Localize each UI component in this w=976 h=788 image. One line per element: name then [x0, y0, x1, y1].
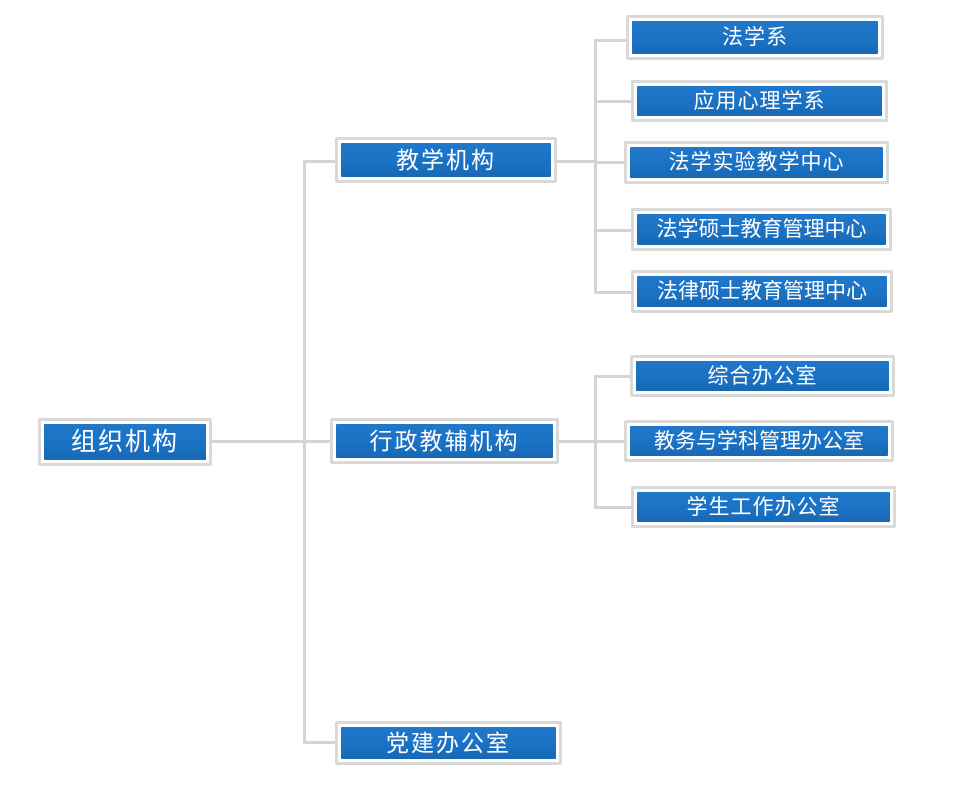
node-label: 学生工作办公室: [637, 492, 890, 522]
node-label: 行政教辅机构: [336, 424, 553, 458]
connector-to-admin: [303, 440, 330, 443]
node-party-building-office[interactable]: 党建办公室: [335, 721, 562, 765]
node-label: 法学系: [632, 21, 878, 54]
node-general-office[interactable]: 综合办公室: [630, 355, 895, 397]
connector-teaching-child-1: [594, 39, 629, 42]
connector-to-teaching: [303, 160, 335, 163]
connector-teaching-trunk: [594, 39, 597, 292]
connector-admin-stub: [559, 440, 597, 443]
node-label: 应用心理学系: [637, 86, 882, 116]
node-academic-affairs-discipline-management-office[interactable]: 教务与学科管理办公室: [624, 420, 894, 462]
connector-teaching-child-5: [594, 291, 634, 294]
node-applied-psychology-department[interactable]: 应用心理学系: [631, 80, 888, 122]
connector-teaching-child-3: [594, 161, 627, 164]
connector-root-trunk: [303, 160, 306, 744]
connector-admin-child-2: [594, 440, 627, 443]
node-label: 法学实验教学中心: [630, 147, 883, 178]
node-label: 教务与学科管理办公室: [630, 426, 888, 456]
node-root-organization[interactable]: 组织机构: [38, 418, 212, 466]
node-label: 法学硕士教育管理中心: [637, 214, 886, 245]
node-administrative-institutions[interactable]: 行政教辅机构: [330, 418, 559, 464]
node-student-affairs-office[interactable]: 学生工作办公室: [631, 486, 896, 528]
connector-root-stub: [212, 440, 306, 443]
node-label: 教学机构: [341, 143, 551, 177]
node-label: 综合办公室: [636, 361, 889, 391]
node-label: 法律硕士教育管理中心: [637, 276, 887, 307]
connector-admin-child-3: [594, 506, 634, 509]
node-label: 组织机构: [44, 424, 206, 460]
connector-admin-child-1: [594, 375, 633, 378]
node-law-experimental-teaching-center[interactable]: 法学实验教学中心: [624, 141, 889, 184]
node-label: 党建办公室: [341, 727, 556, 759]
connector-teaching-child-4: [594, 229, 634, 232]
connector-teaching-child-2: [594, 100, 633, 103]
node-law-master-education-management-center[interactable]: 法学硕士教育管理中心: [631, 208, 892, 251]
node-teaching-institutions[interactable]: 教学机构: [335, 137, 557, 183]
node-law-department[interactable]: 法学系: [626, 15, 884, 60]
connector-teaching-stub: [556, 160, 597, 163]
node-jm-master-education-management-center[interactable]: 法律硕士教育管理中心: [631, 270, 893, 313]
connector-to-party: [303, 741, 335, 744]
